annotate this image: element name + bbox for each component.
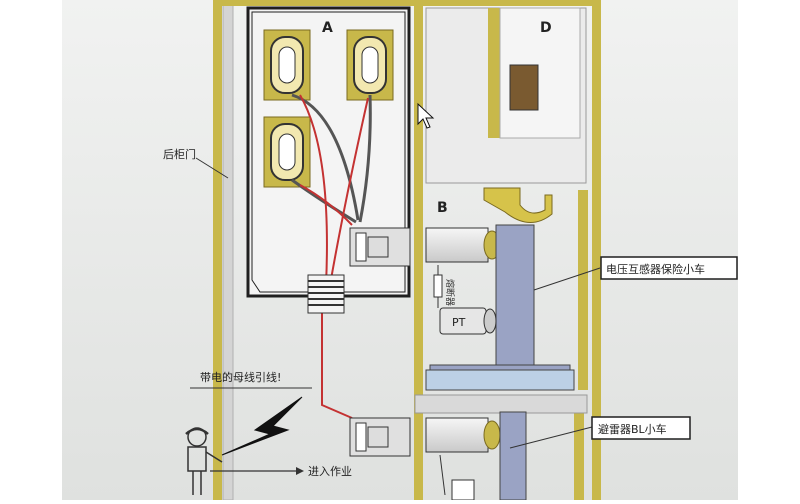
center-divider-post: [414, 0, 423, 500]
bus-insulator-top-left: [263, 29, 311, 101]
vt-cart-label: 电压互感器保险小车: [606, 262, 705, 276]
section-a-label: A: [322, 20, 333, 36]
section-d-label: D: [540, 20, 552, 36]
right-strip-upper: [578, 190, 588, 390]
compartment-d-block: [509, 64, 539, 111]
vt-fuse-cart: [425, 224, 575, 391]
cabinet-right-post: [592, 0, 601, 500]
shutter-hook: [483, 187, 553, 223]
cabinet-top-rail: [213, 0, 601, 6]
arrester-cart-label-box: [591, 416, 691, 440]
vt-cart-leader: [533, 267, 601, 291]
live-bus-label: 带电的母线引线!: [200, 370, 281, 384]
right-bezel: [738, 0, 800, 500]
fuse-label: 熔断器: [444, 279, 456, 306]
rear-door-leader: [195, 157, 229, 179]
bus-insulator-top-right: [346, 29, 394, 101]
enter-work-arrow: [210, 467, 304, 475]
rear-door-label: 后柜门: [163, 147, 196, 161]
enter-work-label: 进入作业: [308, 465, 352, 478]
section-b-label: B: [437, 200, 448, 216]
arrester-cart-leader: [509, 426, 593, 449]
vt-cart-label-box: [600, 256, 738, 280]
bus-insulator-bottom-left: [263, 116, 311, 188]
live-bus-leads: [299, 94, 369, 419]
lightning-icon: [221, 396, 303, 456]
right-strip-lower: [574, 410, 584, 500]
left-bezel: [0, 0, 62, 500]
mouse-pointer-icon: [414, 100, 435, 129]
arrester-cart-label: 避雷器BL小车: [598, 422, 667, 436]
cabinet-left-post: [213, 0, 222, 500]
fuse: [433, 265, 443, 308]
cabinet-left-post-inner: [222, 0, 234, 501]
pt-unit: [439, 307, 497, 335]
lower-contact-assembly: [349, 411, 527, 501]
worker-icon: [185, 427, 223, 495]
pt-label: PT: [452, 316, 466, 329]
wall-bushing: [307, 274, 345, 314]
compartment-d-yellow-strip: [488, 8, 500, 138]
lower-separation-bar: [414, 394, 588, 414]
